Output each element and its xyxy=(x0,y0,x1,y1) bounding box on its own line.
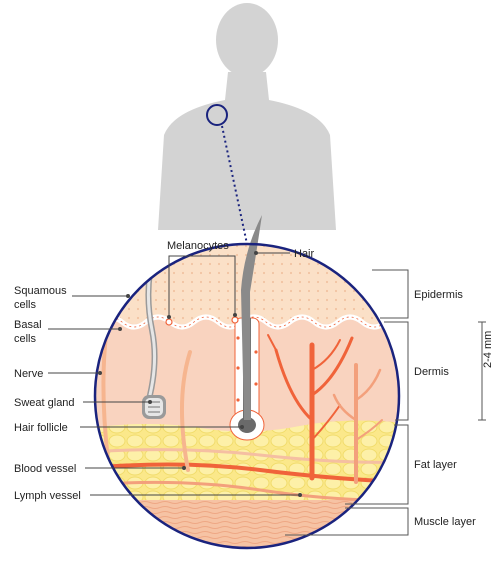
label-sweat-gland: Sweat gland xyxy=(14,397,75,409)
label-thickness: 2-4 mm xyxy=(482,331,494,368)
label-squamous-1: Squamous xyxy=(14,285,67,297)
hair-shaft xyxy=(241,215,262,420)
label-blood-vessel: Blood vessel xyxy=(14,463,76,475)
nerve-fiber-2 xyxy=(179,350,192,472)
label-dermis: Dermis xyxy=(414,366,449,378)
label-basal-2: cells xyxy=(14,333,37,345)
zoom-connector-line xyxy=(221,125,248,245)
label-hair-follicle: Hair follicle xyxy=(14,422,68,434)
label-basal-1: Basal xyxy=(14,319,42,331)
skin-zoom-circle xyxy=(93,242,401,550)
label-epidermis: Epidermis xyxy=(414,289,463,301)
label-hair: Hair xyxy=(294,248,315,260)
body-silhouette xyxy=(158,3,336,230)
leader-lines-left xyxy=(48,295,300,496)
melanocytes-bracket xyxy=(168,255,236,317)
layer-brackets xyxy=(285,269,486,536)
label-fat-layer: Fat layer xyxy=(414,459,457,471)
label-melanocytes: Melanocytes xyxy=(167,240,229,252)
zoom-marker-circle xyxy=(206,104,228,126)
vessel-tree-small xyxy=(332,363,383,484)
label-muscle-layer: Muscle layer xyxy=(414,516,476,528)
blood-vessel xyxy=(95,462,399,484)
sweat-gland-coil xyxy=(142,395,166,419)
label-squamous-2: cells xyxy=(14,299,37,311)
label-lymph-vessel: Lymph vessel xyxy=(14,490,81,502)
vessel-tree-large xyxy=(267,334,354,481)
label-nerve: Nerve xyxy=(14,368,43,380)
nerve-fiber-1 xyxy=(101,333,110,462)
leader-dots-left xyxy=(98,294,302,497)
